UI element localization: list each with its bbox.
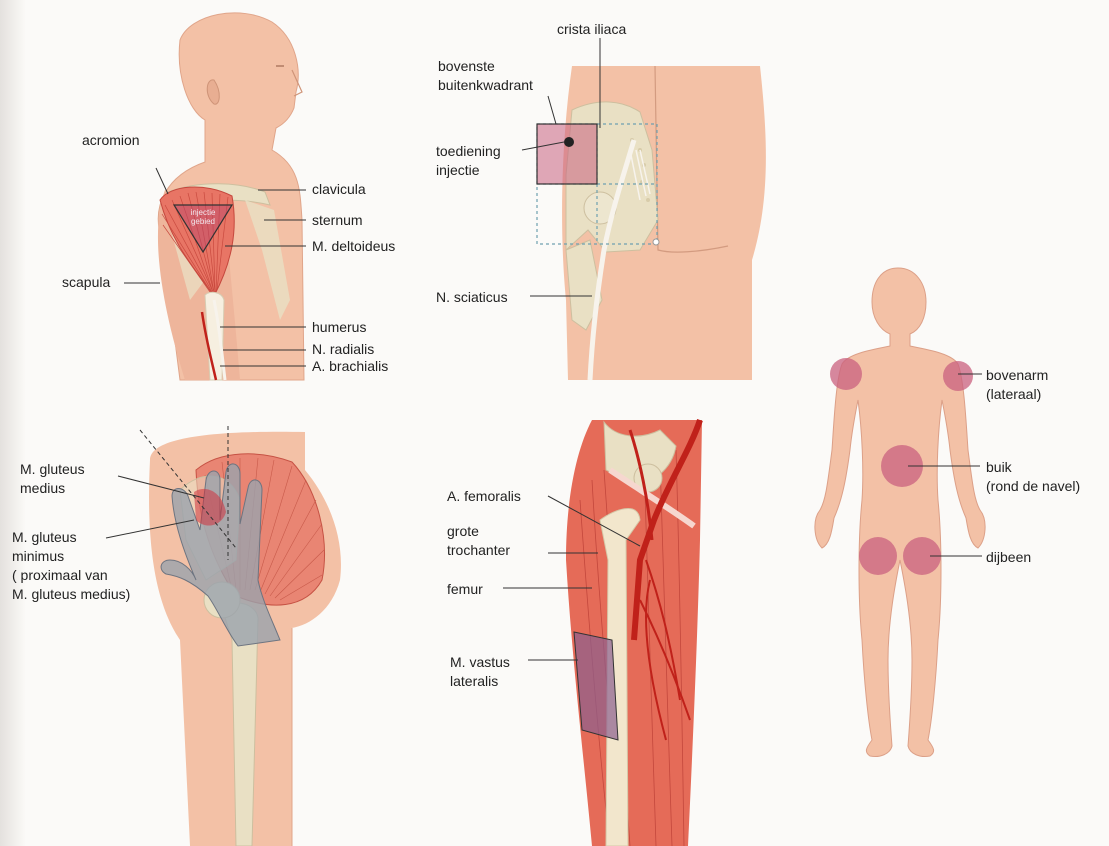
label-crista-iliaca: crista iliaca bbox=[557, 20, 626, 39]
label-deltoideus: M. deltoideus bbox=[312, 237, 395, 256]
label-sciaticus: N. sciaticus bbox=[436, 288, 508, 307]
label-vastus-lateralis: M. vastus lateralis bbox=[450, 653, 510, 691]
label-humerus: humerus bbox=[312, 318, 366, 337]
shoulder-anatomy-icon bbox=[124, 13, 306, 380]
label-clavicula: clavicula bbox=[312, 180, 366, 199]
label-gluteus-minimus: M. gluteus minimus ( proximaal van M. gl… bbox=[12, 528, 130, 604]
buttock-anatomy-icon-side bbox=[106, 426, 341, 846]
label-brachialis: A. brachialis bbox=[312, 357, 388, 376]
label-femur: femur bbox=[447, 580, 483, 599]
label-upper-outer-quadrant: bovenste buitenkwadrant bbox=[438, 57, 533, 95]
thigh-anatomy-icon bbox=[503, 420, 702, 846]
label-injection-area: injectie gebied bbox=[178, 208, 228, 226]
label-femoralis: A. femoralis bbox=[447, 487, 521, 506]
label-sternum: sternum bbox=[312, 211, 363, 230]
label-injection-site: toediening injectie bbox=[436, 142, 501, 180]
label-thigh-site: dijbeen bbox=[986, 548, 1031, 567]
label-upper-arm: bovenarm (lateraal) bbox=[986, 366, 1048, 404]
label-acromion: acromion bbox=[82, 131, 140, 150]
label-gluteus-medius: M. gluteus medius bbox=[20, 460, 85, 498]
full-body-figure-icon bbox=[815, 268, 985, 757]
label-trochanter: grote trochanter bbox=[447, 522, 510, 560]
label-belly: buik (rond de navel) bbox=[986, 458, 1080, 496]
buttock-anatomy-icon bbox=[522, 38, 766, 380]
label-scapula: scapula bbox=[62, 273, 110, 292]
